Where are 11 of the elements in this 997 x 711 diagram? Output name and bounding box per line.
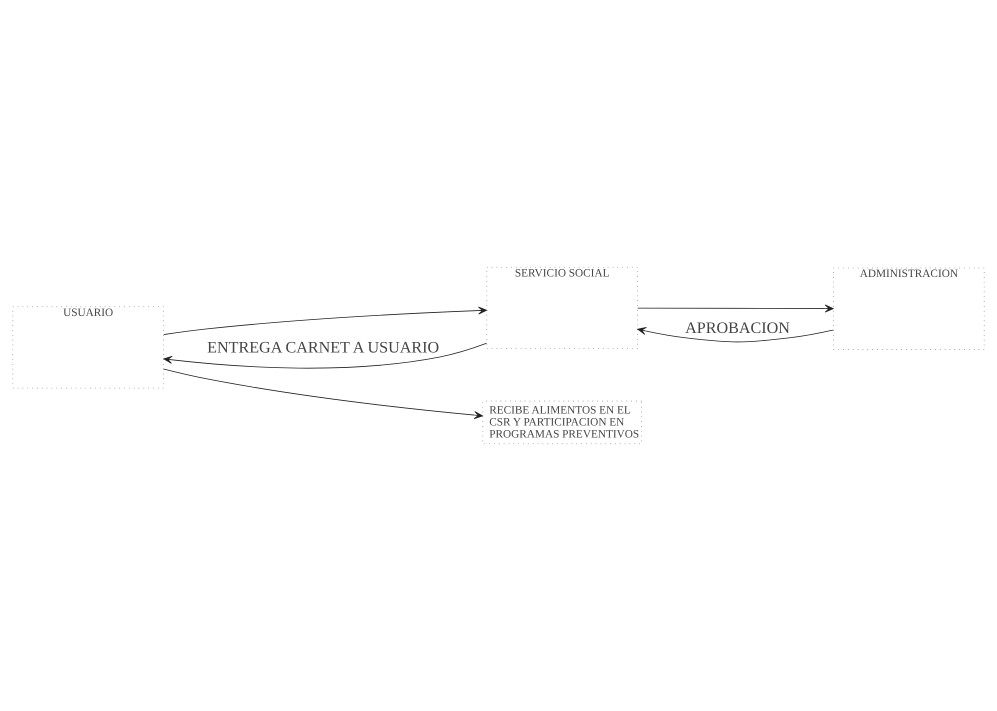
edge-label: ENTREGA CARNET A USUARIO [207,339,440,356]
node-box: ADMINISTRACION [833,268,985,350]
node-box: USUARIO [12,306,164,389]
arrow [163,342,487,369]
arrow [637,304,834,313]
edge-label: APROBACION [685,320,790,337]
arrow [163,306,487,335]
arrow [637,326,834,342]
arrow [163,368,483,420]
node-box: SERVICIO SOCIAL [486,266,638,350]
node-box: RECIBE ALIMENTOS EN EL CSR Y PARTICIPACION EN PROGRAMAS PREVENTIVOS [482,400,642,444]
